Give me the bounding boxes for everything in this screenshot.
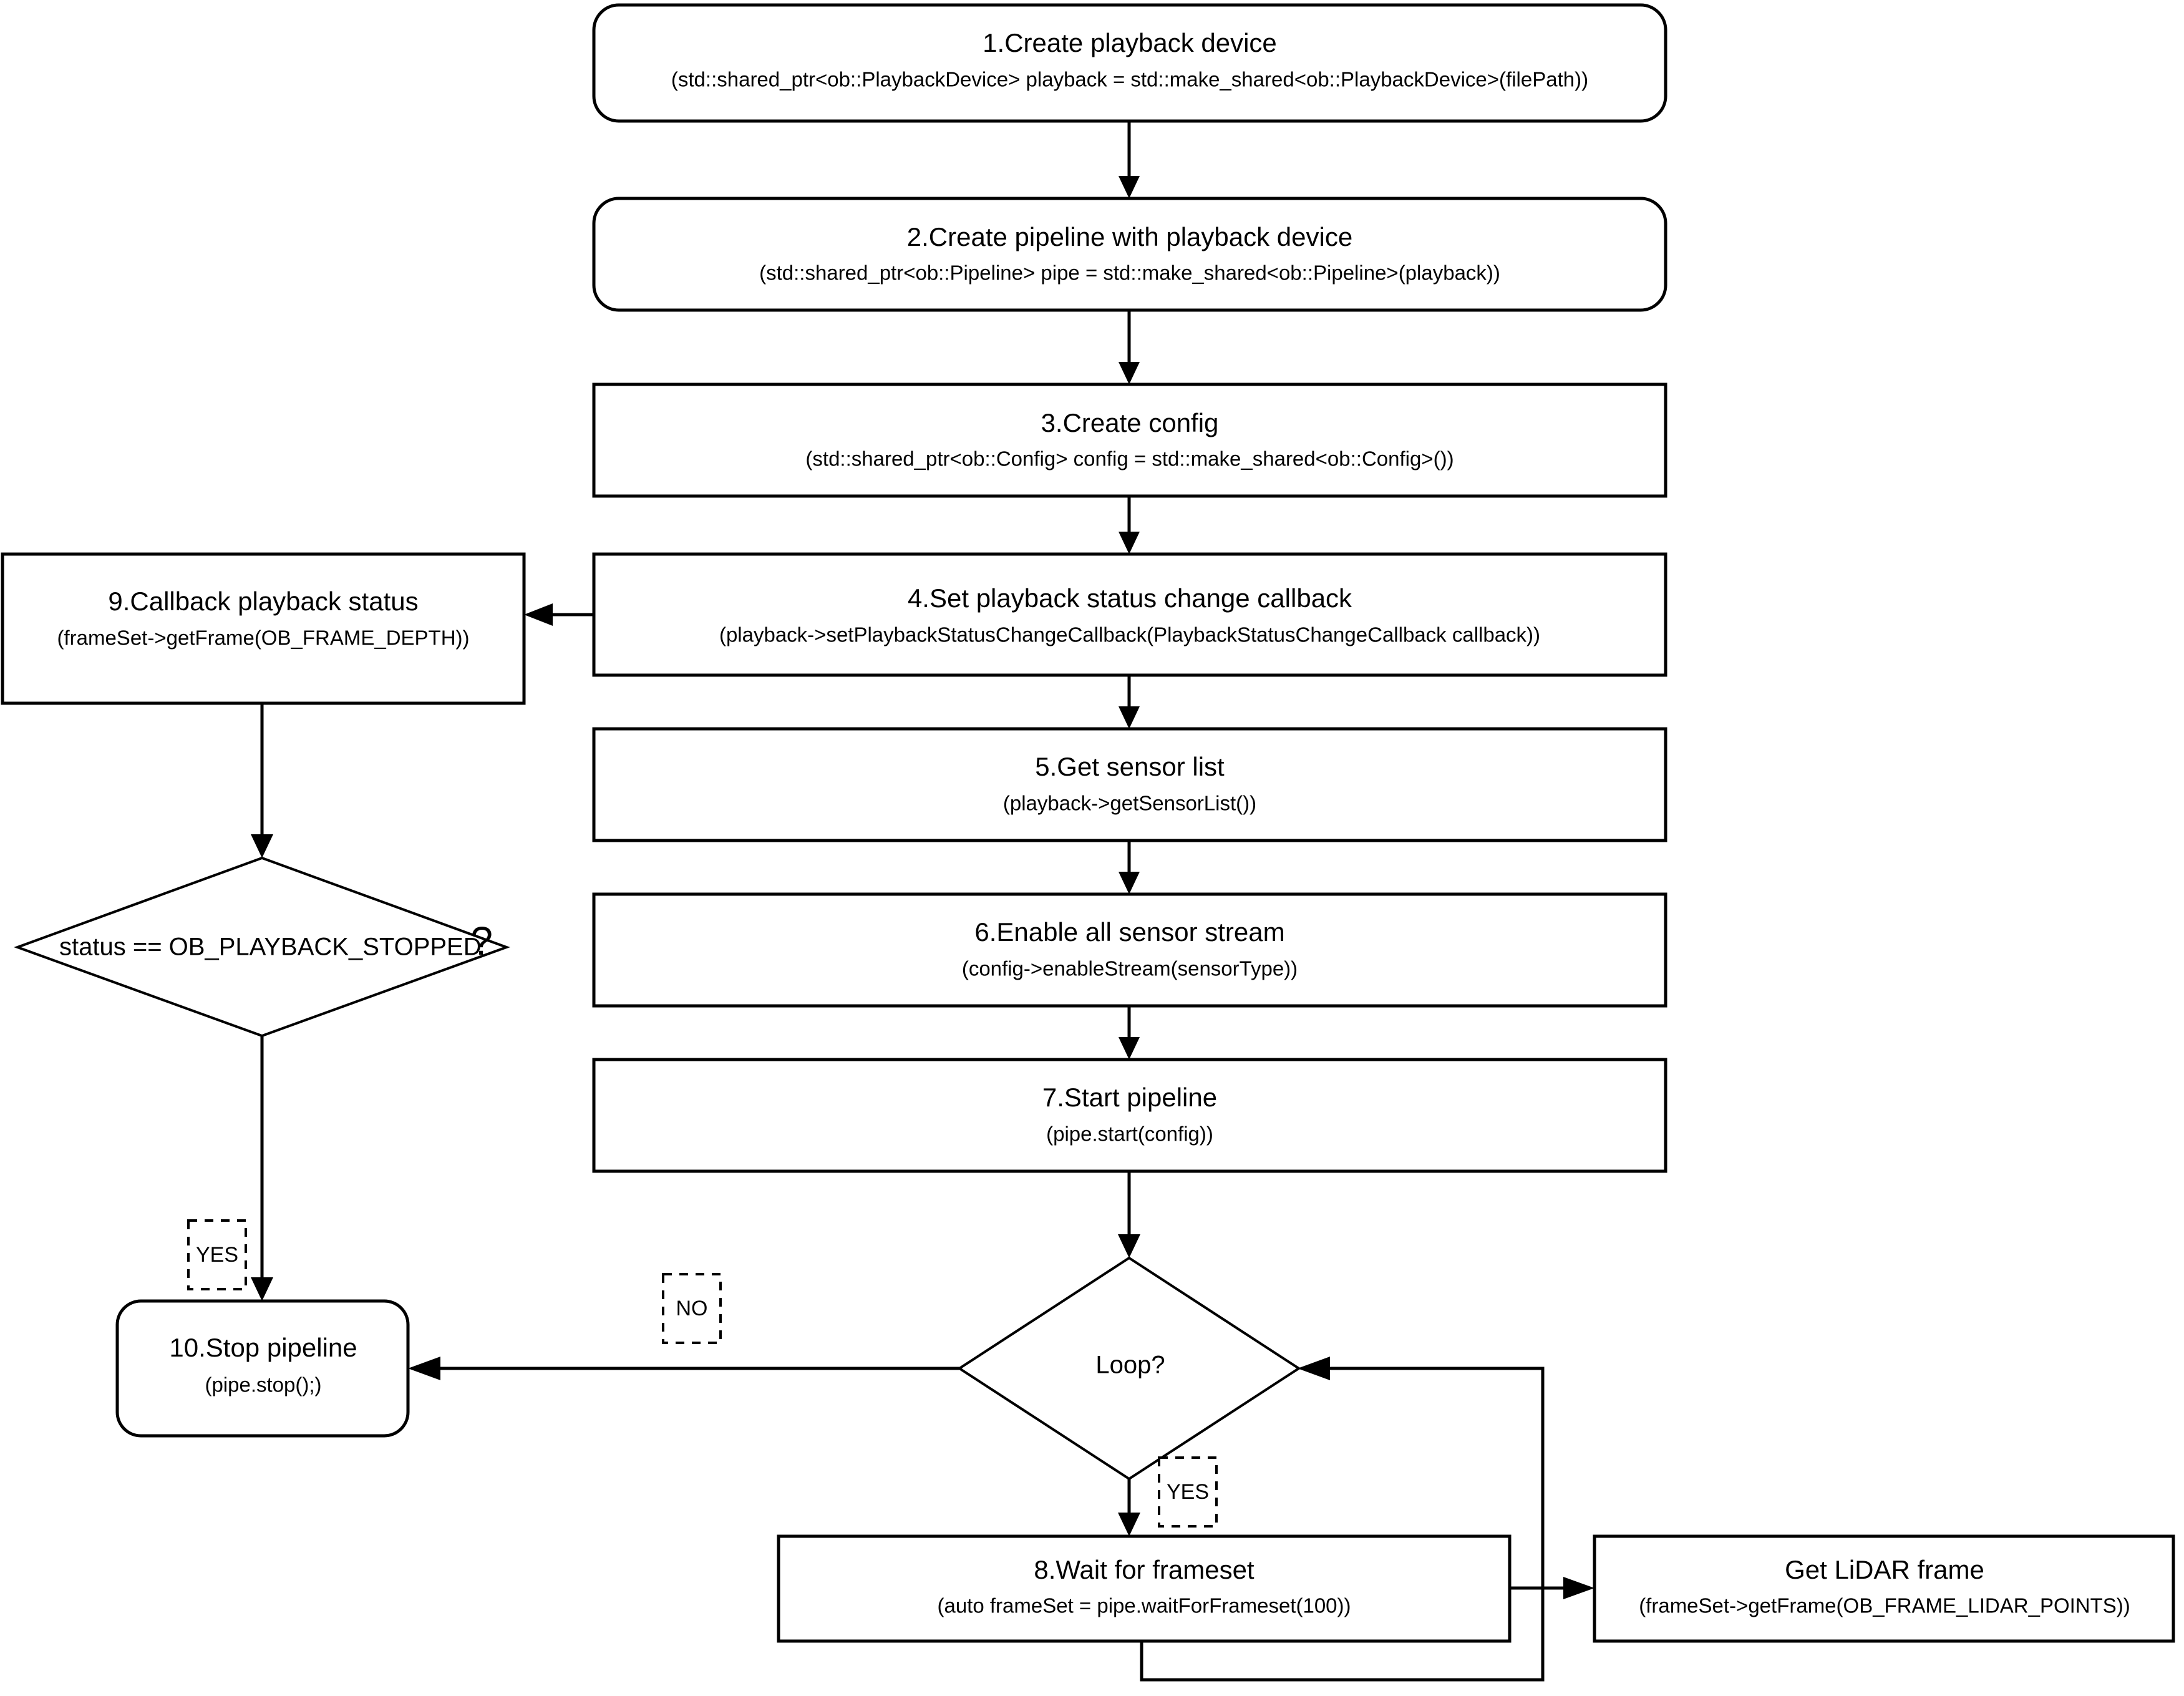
node-7-shape (592, 1058, 1667, 1173)
node-7-code: (pipe.start(config)) (1046, 1123, 1213, 1146)
node-3-title: 3.Create config (1041, 408, 1219, 437)
node-8-shape (777, 1534, 1512, 1643)
edge-decision-loop-to-n8 (1118, 1479, 1140, 1536)
node-4-code: (playback->setPlaybackStatusChangeCallba… (719, 623, 1540, 646)
node-callback-playback-status[interactable]: 9.Callback playback status (frameSet->ge… (1, 552, 526, 705)
node-1-title: 1.Create playback device (983, 28, 1277, 57)
node-10-code: (pipe.stop();) (205, 1373, 321, 1396)
node-get-lidar-frame[interactable]: Get LiDAR frame (frameSet->getFrame(OB_F… (1593, 1534, 2175, 1643)
node-3-shape (592, 383, 1667, 498)
edge-n4-to-n5 (1119, 675, 1140, 729)
branch-label-loop-no-box (662, 1273, 722, 1344)
decision-loop-shape (957, 1256, 1301, 1481)
edge-n6-to-n7 (1119, 1006, 1140, 1060)
node-6-shape (592, 892, 1667, 1008)
node-2-title: 2.Create pipeline with playback device (907, 222, 1352, 251)
branch-label-status-yes: YES (187, 1219, 247, 1290)
edge-decision-status-to-n10 (251, 1036, 273, 1301)
decision-status-shape (14, 856, 510, 1038)
node-enable-all-sensor-stream[interactable]: 6.Enable all sensor stream (config->enab… (592, 892, 1667, 1008)
node-9-code: (frameSet->getFrame(OB_FRAME_DEPTH)) (57, 626, 469, 650)
node-4-title: 4.Set playback status change callback (908, 583, 1352, 613)
branch-label-status-yes-box (187, 1219, 247, 1290)
edge-n8-loopback-to-decision-loop (1140, 1357, 1545, 1682)
node-start-pipeline[interactable]: 7.Start pipeline (pipe.start(config)) (592, 1058, 1667, 1173)
edge-decision-loop-to-n10 (408, 1357, 970, 1380)
node-6-code: (config->enableStream(sensorType)) (962, 957, 1298, 980)
node-7-title: 7.Start pipeline (1042, 1083, 1217, 1112)
node-set-playback-status-callback[interactable]: 4.Set playback status change callback (p… (592, 552, 1667, 677)
node-1-shape (592, 3, 1667, 123)
node-4-shape (592, 552, 1667, 677)
edge-n5-to-n6 (1119, 841, 1140, 894)
node-3-code: (std::shared_ptr<ob::Config> config = st… (805, 447, 1454, 470)
node-lidar-shape (1593, 1534, 2175, 1643)
node-8-title: 8.Wait for frameset (1034, 1555, 1255, 1584)
decision-status-question-mark: ? (470, 919, 493, 963)
decision-loop[interactable]: Loop? (957, 1256, 1301, 1481)
node-get-sensor-list[interactable]: 5.Get sensor list (playback->getSensorLi… (592, 727, 1667, 842)
node-lidar-title: Get LiDAR frame (1785, 1555, 1984, 1584)
branch-label-loop-yes-box (1158, 1456, 1218, 1528)
node-8-code: (auto frameSet = pipe.waitForFrameset(10… (937, 1594, 1351, 1617)
edge-n3-to-n4 (1119, 496, 1140, 554)
branch-label-loop-no: NO (662, 1273, 722, 1344)
edge-n4-to-n9 (524, 603, 594, 626)
node-6-title: 6.Enable all sensor stream (974, 917, 1284, 947)
node-2-shape (592, 197, 1667, 312)
node-9-title: 9.Callback playback status (108, 587, 418, 616)
decision-status-stopped[interactable]: status == OB_PLAYBACK_STOPPED ? (14, 856, 510, 1038)
edge-n2-to-n3 (1119, 310, 1140, 384)
edge-n9-to-decision-status (251, 703, 273, 858)
node-2-code: (std::shared_ptr<ob::Pipeline> pipe = st… (759, 261, 1500, 285)
branch-label-loop-yes-text: YES (1167, 1480, 1209, 1504)
node-10-title: 10.Stop pipeline (169, 1333, 357, 1362)
node-lidar-code: (frameSet->getFrame(OB_FRAME_LIDAR_POINT… (1639, 1594, 2130, 1617)
node-create-pipeline[interactable]: 2.Create pipeline with playback device (… (592, 197, 1667, 312)
node-5-title: 5.Get sensor list (1035, 752, 1225, 781)
node-create-playback-device[interactable]: 1.Create playback device (std::shared_pt… (592, 3, 1667, 123)
node-1-code: (std::shared_ptr<ob::PlaybackDevice> pla… (671, 68, 1588, 91)
branch-label-loop-yes: YES (1158, 1456, 1218, 1528)
decision-loop-label: Loop? (1095, 1352, 1165, 1379)
edge-n7-to-decision-loop (1118, 1171, 1140, 1258)
decision-status-label: status == OB_PLAYBACK_STOPPED (59, 933, 482, 961)
node-9-shape (1, 552, 526, 705)
node-5-code: (playback->getSensorList()) (1003, 792, 1256, 815)
edge-n8-to-lidar (1508, 1577, 1594, 1599)
node-create-config[interactable]: 3.Create config (std::shared_ptr<ob::Con… (592, 383, 1667, 498)
node-stop-pipeline[interactable]: 10.Stop pipeline (pipe.stop();) (115, 1299, 410, 1438)
node-5-shape (592, 727, 1667, 842)
branch-label-loop-no-text: NO (676, 1297, 708, 1320)
branch-label-status-yes-text: YES (196, 1243, 238, 1267)
node-10-shape (115, 1299, 410, 1438)
edge-n1-to-n2 (1119, 121, 1140, 198)
node-wait-for-frameset[interactable]: 8.Wait for frameset (auto frameSet = pip… (777, 1534, 1512, 1643)
